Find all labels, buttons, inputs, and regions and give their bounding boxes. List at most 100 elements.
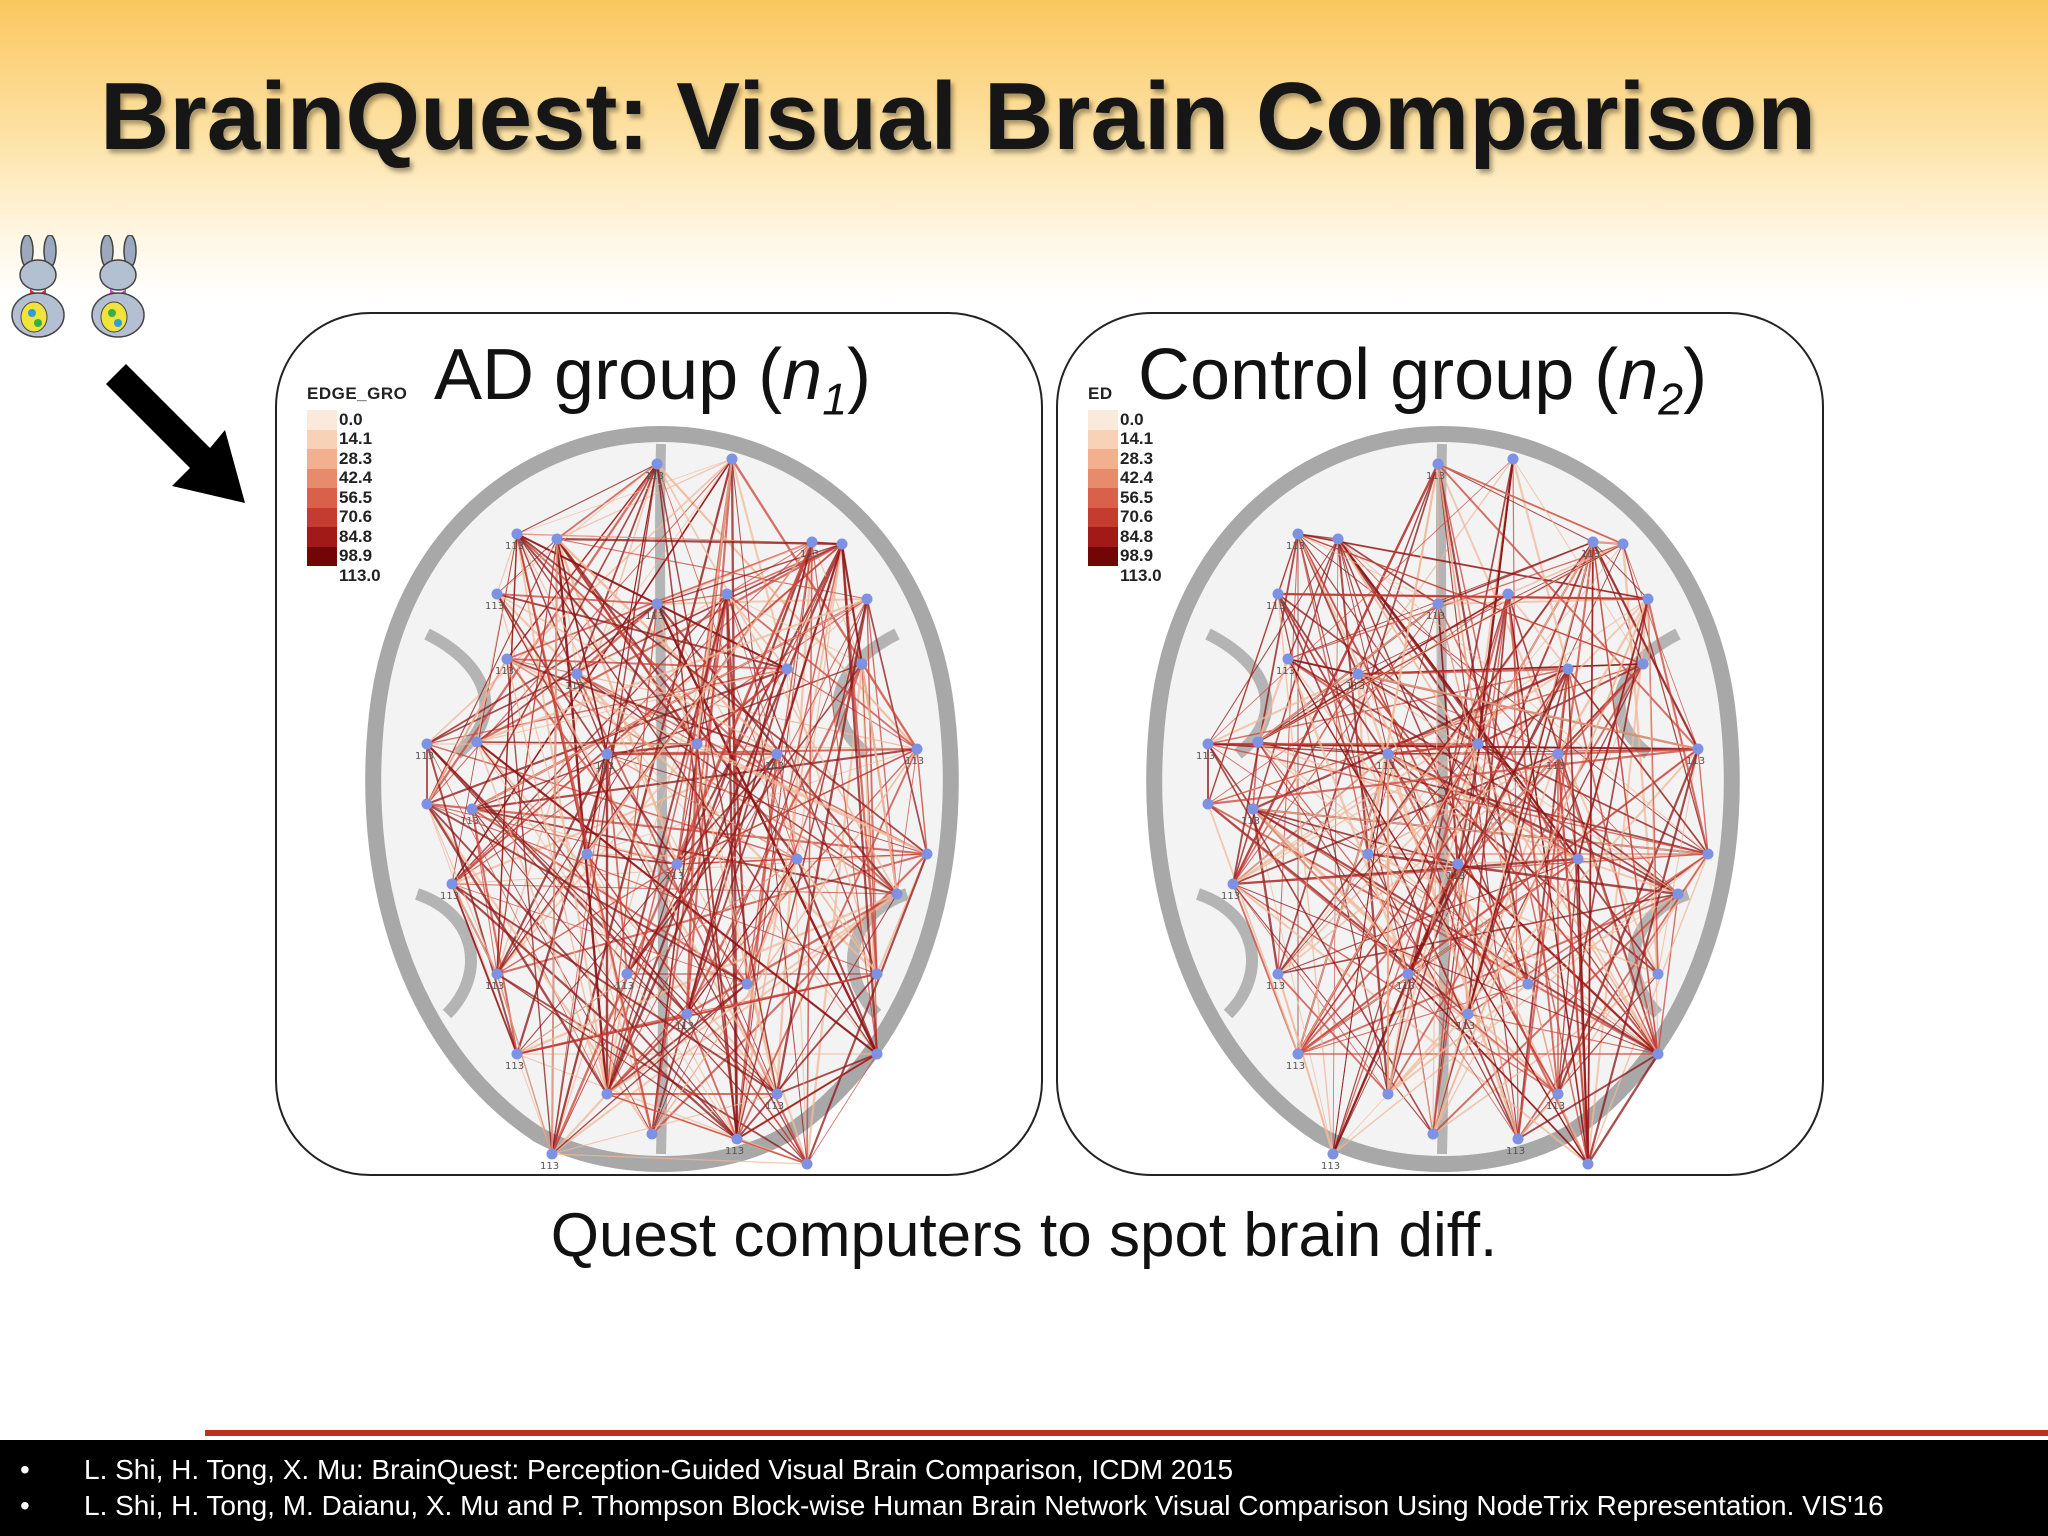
- network-edge: [1256, 658, 1290, 743]
- network-edge: [1437, 463, 1594, 543]
- network-edge: [1357, 673, 1559, 755]
- legend-value: 84.8: [1120, 526, 1154, 546]
- network-edge: [451, 883, 778, 1095]
- divider: [205, 1430, 2048, 1436]
- network-edge: [1432, 593, 1509, 1135]
- network-edge: [551, 1093, 608, 1155]
- network-edge: [551, 538, 558, 1155]
- network-node: [1202, 798, 1214, 810]
- network-node: [871, 968, 883, 980]
- network-edge: [1207, 747, 1699, 806]
- network-edge: [426, 658, 508, 805]
- network-edge: [1437, 463, 1479, 745]
- network-edge: [506, 658, 748, 985]
- network-edge: [1517, 1053, 1659, 1140]
- network-node: [651, 598, 663, 610]
- legend-swatch: [307, 468, 337, 488]
- slide-title: BrainQuest: Visual Brain Comparison: [100, 63, 1816, 170]
- legend-swatch: [307, 429, 337, 449]
- network-edge: [1366, 463, 1440, 855]
- legend-value: 56.5: [1120, 487, 1154, 507]
- network-edge: [496, 973, 738, 1140]
- network-node: [1472, 738, 1484, 750]
- network-edge: [516, 533, 928, 855]
- network-edge: [556, 538, 868, 600]
- network-edge: [685, 663, 864, 1015]
- legend-swatch: [307, 546, 337, 566]
- network-edge: [1277, 541, 1594, 975]
- network-edge: [1557, 753, 1659, 1055]
- network-edge: [1507, 593, 1569, 670]
- legend-title: EDGE_GRO: [307, 384, 408, 403]
- network-edge: [1232, 753, 1389, 885]
- network-edge: [496, 593, 653, 1135]
- legend-swatch: [1088, 507, 1118, 527]
- node-label: 113: [1346, 681, 1365, 692]
- network-edge: [606, 893, 898, 1095]
- network-edge: [1586, 748, 1700, 1165]
- network-edge: [496, 593, 678, 865]
- node-label: 113: [1266, 981, 1285, 992]
- network-edge: [656, 463, 738, 1140]
- node-label: 113: [675, 1021, 694, 1032]
- network-edge: [496, 863, 678, 975]
- network-node: [1382, 748, 1394, 760]
- network-edge: [1232, 743, 1479, 885]
- network-edge: [1556, 668, 1570, 755]
- network-edge: [1437, 603, 1559, 1095]
- legend-value: 14.1: [339, 429, 373, 449]
- network-edge: [451, 883, 498, 975]
- network-edge: [1287, 658, 1579, 860]
- network-edge: [506, 658, 553, 1155]
- network-edge: [606, 1093, 808, 1165]
- network-node: [1642, 593, 1654, 605]
- network-edge: [745, 858, 799, 985]
- network-edge: [471, 463, 658, 810]
- network-edge: [1232, 463, 1439, 885]
- network-edge: [1297, 533, 1409, 975]
- network-node: [836, 538, 848, 550]
- network-edge: [516, 463, 658, 535]
- network-node: [1692, 743, 1704, 755]
- network-edge: [796, 858, 878, 1055]
- legend-swatch: [1088, 410, 1118, 430]
- legend-value: 98.9: [1120, 546, 1154, 566]
- legend-entry: 70.6: [307, 507, 427, 527]
- network-edge: [695, 458, 734, 745]
- network-edge: [1697, 748, 1709, 855]
- network-edge: [860, 663, 899, 895]
- network-edge: [496, 593, 728, 975]
- node-label: 113: [1286, 1061, 1305, 1072]
- network-edge: [1232, 883, 1589, 1165]
- network-edge: [556, 538, 608, 755]
- network-node: [466, 803, 478, 815]
- network-edge: [426, 743, 608, 1095]
- network-node: [1327, 1148, 1339, 1160]
- network-edge: [551, 753, 608, 1155]
- network-node: [1272, 968, 1284, 980]
- network-edge: [1207, 538, 1339, 745]
- network-node: [1282, 653, 1294, 665]
- network-edge: [1516, 541, 1595, 1140]
- node-label: 113: [1376, 761, 1395, 772]
- legend-value: 56.5: [339, 487, 373, 507]
- network-node: [791, 853, 803, 865]
- network-edge: [606, 753, 628, 975]
- bunny-icon: [11, 235, 65, 338]
- network-node: [891, 888, 903, 900]
- node-label: 113: [1546, 761, 1565, 772]
- network-edge: [1252, 808, 1469, 1015]
- network-node: [1652, 968, 1664, 980]
- node-label: 113: [1396, 981, 1415, 992]
- network-edge: [496, 463, 658, 595]
- legend-title: ED: [1088, 384, 1113, 403]
- network-edge: [1407, 593, 1509, 975]
- network-edge: [1297, 668, 1569, 1055]
- network-edge: [471, 808, 738, 1140]
- network-edge: [1331, 863, 1460, 1155]
- network-edge: [1332, 543, 1624, 1155]
